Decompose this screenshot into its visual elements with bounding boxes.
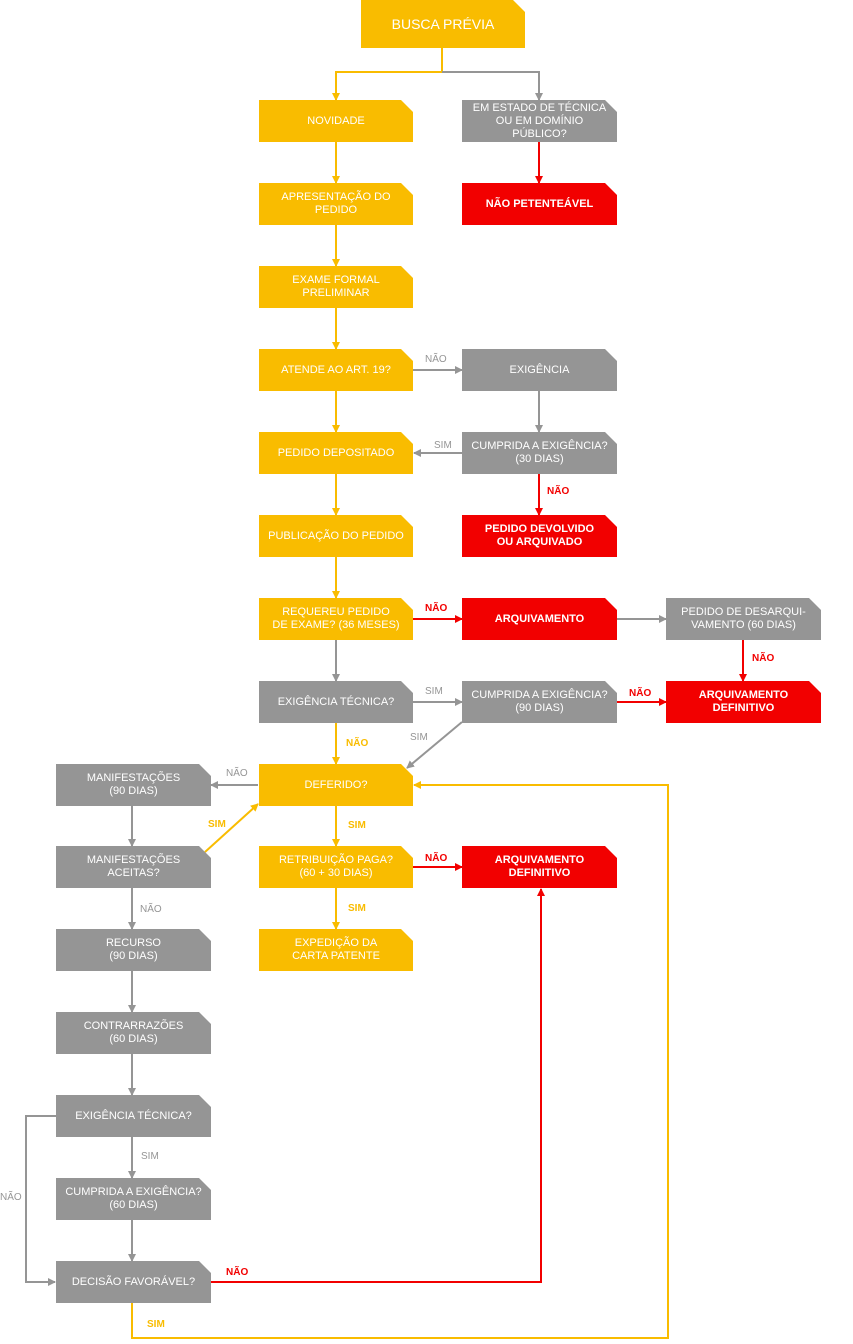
node-pedido-devolvido: PEDIDO DEVOLVIDO OU ARQUIVADO: [462, 515, 617, 557]
label-nao-deferido: NÃO: [226, 768, 248, 780]
node-exigencia-tecnica-1: EXIGÊNCIA TÉCNICA?: [259, 681, 413, 723]
node-estado-tecnica: EM ESTADO DE TÉCNICA OU EM DOMÍNIO PÚBLI…: [462, 100, 617, 142]
node-apresentacao: APRESENTAÇÃO DO PEDIDO: [259, 183, 413, 225]
label-nao-cumprida90: NÃO: [629, 688, 651, 700]
node-cumprida-60: CUMPRIDA A EXIGÊNCIA? (60 DIAS): [56, 1178, 211, 1220]
label-nao-retribuicao: NÃO: [425, 853, 447, 865]
node-expedicao: EXPEDIÇÃO DA CARTA PATENTE: [259, 929, 413, 971]
connector: [407, 722, 462, 768]
node-exame-formal: EXAME FORMAL PRELIMINAR: [259, 266, 413, 308]
node-manifestacoes-aceitas: MANIFESTAÇÕES ACEITAS?: [56, 846, 211, 888]
label-sim-manifestacoes: SIM: [208, 819, 226, 831]
connector: [26, 1116, 56, 1282]
node-publicacao: PUBLICAÇÃO DO PEDIDO: [259, 515, 413, 557]
label-sim-cumprida30: SIM: [434, 440, 452, 452]
node-exigencia-tecnica-2: EXIGÊNCIA TÉCNICA?: [56, 1095, 211, 1137]
node-deferido: DEFERIDO?: [259, 764, 413, 806]
node-retribuicao: RETRIBUIÇÃO PAGA? (60 + 30 DIAS): [259, 846, 413, 888]
node-nao-patenteavel: NÃO PETENTEÁVEL: [462, 183, 617, 225]
node-cumprida-90: CUMPRIDA A EXIGÊNCIA? (90 DIAS): [462, 681, 617, 723]
node-contrarrazoes: CONTRARRAZÕES (60 DIAS): [56, 1012, 211, 1054]
node-arquivamento: ARQUIVAMENTO: [462, 598, 617, 640]
label-nao-art19: NÃO: [425, 354, 447, 366]
connector: [336, 48, 442, 100]
node-recurso: RECURSO (90 DIAS): [56, 929, 211, 971]
label-sim-deferido: SIM: [348, 820, 366, 832]
node-arquivamento-definitivo-1: ARQUIVAMENTO DEFINITIVO: [666, 681, 821, 723]
label-sim-decisao: SIM: [147, 1319, 165, 1331]
node-desarquivamento: PEDIDO DE DESARQUI- VAMENTO (60 DIAS): [666, 598, 821, 640]
node-manifestacoes: MANIFESTAÇÕES (90 DIAS): [56, 764, 211, 806]
node-requereu-exame: REQUEREU PEDIDO DE EXAME? (36 MESES): [259, 598, 413, 640]
label-sim-exigencia-tecnica: SIM: [425, 686, 443, 698]
label-nao-decisao: NÃO: [226, 1267, 248, 1279]
label-nao-manifestacoes-aceitas: NÃO: [140, 904, 162, 916]
node-busca-previa: BUSCA PRÉVIA: [361, 0, 525, 48]
node-exigencia: EXIGÊNCIA: [462, 349, 617, 391]
label-nao-cumprida30: NÃO: [547, 486, 569, 498]
label-sim-retribuicao: SIM: [348, 903, 366, 915]
connector: [442, 72, 539, 100]
node-decisao-favoravel: DECISÃO FAVORÁVEL?: [56, 1261, 211, 1303]
node-cumprida-30: CUMPRIDA A EXIGÊNCIA? (30 DIAS): [462, 432, 617, 474]
label-nao-requereu: NÃO: [425, 603, 447, 615]
label-sim-exigencia-tecnica-2: SIM: [141, 1151, 159, 1163]
node-pedido-depositado: PEDIDO DEPOSITADO: [259, 432, 413, 474]
node-arquivamento-definitivo-2: ARQUIVAMENTO DEFINITIVO: [462, 846, 617, 888]
node-atende-art19: ATENDE AO ART. 19?: [259, 349, 413, 391]
label-nao-exigencia-tecnica-2: NÃO: [0, 1192, 22, 1204]
node-novidade: NOVIDADE: [259, 100, 413, 142]
label-nao-desarquivamento: NÃO: [752, 653, 774, 665]
label-sim-cumprida90: SIM: [410, 732, 428, 744]
label-nao-exigencia-tecnica: NÃO: [346, 738, 368, 750]
